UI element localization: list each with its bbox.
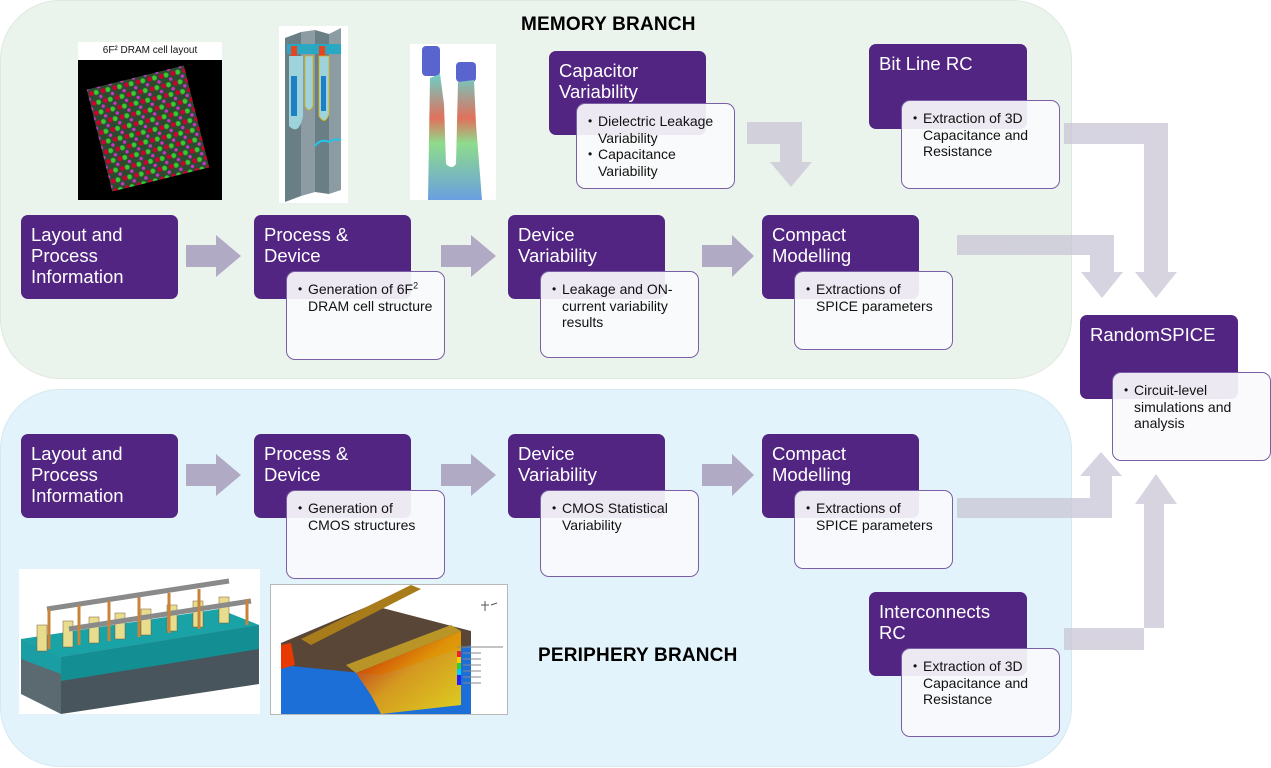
arrow-elbow-up-icon <box>957 452 1122 518</box>
capacitor-variability-details: Dielectric Leakage Variability Capacitan… <box>576 103 735 189</box>
bullet-bitline-extraction: Extraction of 3D Capacitance and Resista… <box>913 110 1049 160</box>
randomspice-title: RandomSPICE <box>1090 324 1216 345</box>
bullet-cmos-statistical: CMOS Statistical Variability <box>552 500 688 533</box>
bullet-capacitance-variability: Capacitance Variability <box>588 146 724 179</box>
capacitor-variability-title: Capacitor Variability <box>559 60 639 102</box>
bit-line-rc-title: Bit Line RC <box>879 53 973 74</box>
arrow-right-icon <box>441 235 496 277</box>
dram-cell-structure-image <box>279 26 348 203</box>
periphery-device-variability-details: CMOS Statistical Variability <box>540 490 699 577</box>
memory-layout-process-box[interactable]: Layout and Process Information <box>21 215 178 299</box>
tcad-device-image <box>270 584 508 715</box>
memory-device-variability-title: Device Variability <box>518 224 597 266</box>
arrow-right-icon <box>702 454 754 496</box>
memory-compact-modelling-title: Compact Modelling <box>772 224 852 266</box>
arrow-right-icon <box>441 454 496 496</box>
memory-device-variability-details: Leakage and ON-current variability resul… <box>540 271 699 358</box>
periphery-compact-modelling-title: Compact Modelling <box>772 443 852 485</box>
bit-line-rc-details: Extraction of 3D Capacitance and Resista… <box>901 100 1060 189</box>
bullet-spice-extraction: Extractions of SPICE parameters <box>806 500 942 533</box>
bullet-spice-extraction: Extractions of SPICE parameters <box>806 281 942 314</box>
bullet-leakage-on-current: Leakage and ON-current variability resul… <box>552 281 688 331</box>
memory-compact-modelling-details: Extractions of SPICE parameters <box>794 271 953 350</box>
arrow-right-icon <box>702 235 754 277</box>
dram-layout-caption: 6F² DRAM cell layout <box>102 45 198 56</box>
periphery-process-device-details: Generation of CMOS structures <box>286 490 445 579</box>
arrow-right-icon <box>186 454 241 496</box>
memory-process-device-title: Process & Device <box>264 224 349 266</box>
leakage-simulation-image <box>410 44 496 200</box>
arrow-elbow-down-icon <box>957 235 1123 298</box>
periphery-layout-process-box[interactable]: Layout and Process Information <box>21 434 178 518</box>
periphery-layout-process-title: Layout and Process Information <box>31 443 124 506</box>
dram-layout-image: 6F² DRAM cell layout <box>78 42 222 200</box>
bullet-cmos-generation: Generation of CMOS structures <box>298 500 434 533</box>
axes-icon <box>481 601 498 611</box>
periphery-compact-modelling-details: Extractions of SPICE parameters <box>794 490 953 569</box>
memory-process-device-details: Generation of 6F2 DRAM cell structure <box>286 271 445 360</box>
periphery-device-variability-title: Device Variability <box>518 443 597 485</box>
randomspice-details: Circuit-level simulations and analysis <box>1112 372 1271 461</box>
memory-layout-process-title: Layout and Process Information <box>31 224 124 287</box>
bullet-dram-generation: Generation of 6F2 DRAM cell structure <box>298 281 434 314</box>
periphery-process-device-title: Process & Device <box>264 443 349 485</box>
interconnects-rc-details: Extraction of 3D Capacitance and Resista… <box>901 648 1060 737</box>
arrow-elbow-up-icon <box>1064 474 1177 650</box>
arrow-elbow-down-icon <box>1064 123 1177 298</box>
interconnects-rc-title: Interconnects RC <box>879 601 991 643</box>
bullet-interconnect-extraction: Extraction of 3D Capacitance and Resista… <box>913 658 1049 708</box>
cmos-array-image <box>19 569 260 714</box>
periphery-branch-title: PERIPHERY BRANCH <box>538 645 738 666</box>
memory-branch-title: MEMORY BRANCH <box>521 14 696 35</box>
arrow-right-icon <box>186 235 241 277</box>
dram-cell-array <box>86 65 210 192</box>
bullet-circuit-simulation: Circuit-level simulations and analysis <box>1124 382 1260 432</box>
bullet-dielectric-leakage: Dielectric Leakage Variability <box>588 113 724 146</box>
doping-legend <box>457 646 503 685</box>
arrow-down-icon <box>747 122 812 187</box>
